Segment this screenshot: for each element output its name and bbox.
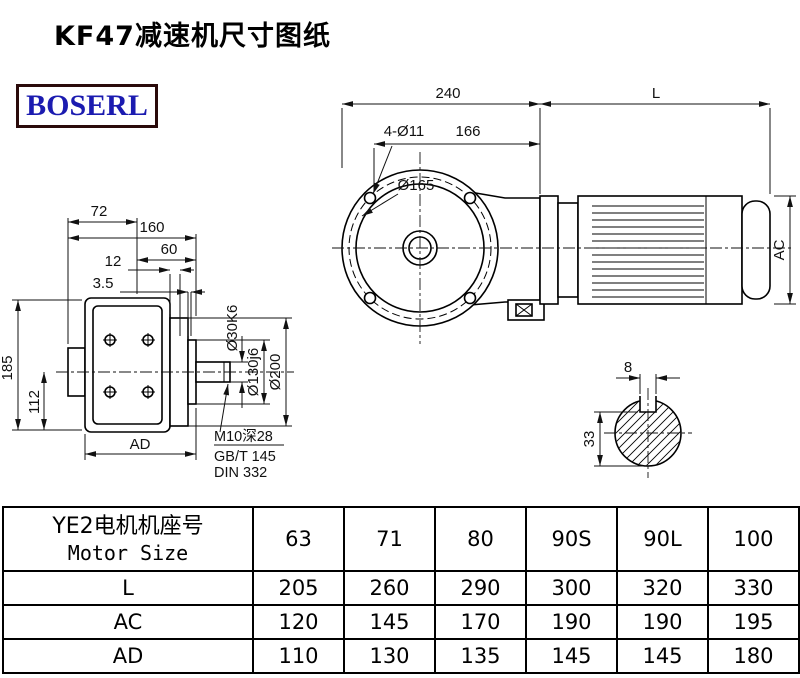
table-cell: 320 — [616, 570, 709, 606]
row-label-AD: AD — [2, 638, 254, 674]
column-header-80: 80 — [434, 506, 527, 572]
shaft-section-view: 8 33 — [581, 359, 692, 478]
table-header-row: YE2电机机座号 Motor Size 63 71 80 90S 90L 100 — [2, 506, 800, 572]
dim-3-5-label: 3.5 — [93, 275, 114, 292]
row-label-AC: AC — [2, 604, 254, 640]
table-cell: 135 — [434, 638, 527, 674]
motor-flange — [539, 195, 559, 305]
dim-4xd11-label: 4-Ø11 — [384, 123, 425, 140]
table-cell: 190 — [616, 604, 709, 640]
dim-60-label: 60 — [161, 241, 178, 258]
bolt-hole — [463, 291, 477, 305]
dim-160-label: 160 — [139, 219, 164, 236]
section-dimensions: 8 33 — [581, 359, 680, 467]
dim-d30k6-label: Ø30K6 — [224, 305, 241, 352]
dim-112-label: 112 — [26, 390, 43, 414]
table-cell: 195 — [707, 604, 800, 640]
dim-AD-label: AD — [130, 436, 151, 453]
dim-72-label: 72 — [91, 203, 108, 220]
column-header-100: 100 — [707, 506, 800, 572]
technical-drawing: 240 L 4-Ø11 166 Ø165 AC — [0, 85, 796, 481]
dim-AC-label: AC — [771, 239, 788, 260]
dim-240-label: 240 — [435, 85, 460, 102]
dim-185-label: 185 — [0, 355, 16, 380]
table-cell: 110 — [252, 638, 345, 674]
table-cell: 145 — [343, 604, 436, 640]
motor-body — [577, 195, 743, 305]
motor — [539, 195, 771, 305]
column-header-63: 63 — [252, 506, 345, 572]
table-cell: 205 — [252, 570, 345, 606]
housing-bolts — [103, 333, 155, 399]
column-header-90S: 90S — [525, 506, 618, 572]
row-label-L: L — [2, 570, 254, 606]
front-view-dimensions: 240 L 4-Ø11 166 Ø165 AC — [341, 85, 796, 305]
header-motor-size-cn: YE2电机机座号 — [52, 514, 204, 540]
boserl-logo: BOSERL — [16, 84, 158, 128]
bolt-hole — [463, 191, 477, 205]
motor-adapter — [557, 202, 579, 298]
note-m10-label: M10深28 — [214, 428, 273, 445]
side-view: 72 160 60 12 3.5 185 112 — [0, 203, 294, 481]
dim-33-label: 33 — [581, 431, 598, 448]
motor-endcap — [741, 200, 771, 300]
table-cell: 180 — [707, 638, 800, 674]
motor-size-table: YE2电机机座号 Motor Size 63 71 80 90S 90L 100… — [2, 506, 800, 674]
table-cell: 145 — [616, 638, 709, 674]
table-cell: 170 — [434, 604, 527, 640]
boserl-logo-text: BOSERL — [26, 89, 148, 122]
bolt-hole — [363, 291, 377, 305]
page-title: KF47减速机尺寸图纸 — [54, 21, 331, 52]
table-row-AC: AC 120 145 170 190 190 195 — [2, 604, 800, 640]
header-motor-size: YE2电机机座号 Motor Size — [2, 506, 254, 572]
dim-12-label: 12 — [105, 253, 122, 270]
dim-d165-label: Ø165 — [398, 177, 435, 194]
table-cell: 190 — [525, 604, 618, 640]
table-cell: 120 — [252, 604, 345, 640]
front-view: 240 L 4-Ø11 166 Ø165 AC — [332, 85, 796, 344]
side-view-dimensions: 72 160 60 12 3.5 185 112 — [0, 203, 292, 481]
table-cell: 145 — [525, 638, 618, 674]
table-cell: 300 — [525, 570, 618, 606]
bolt-hole — [363, 191, 377, 205]
dim-166-label: 166 — [455, 123, 480, 140]
header-motor-size-en: Motor Size — [67, 540, 189, 565]
note-din332-label: DIN 332 — [214, 465, 267, 481]
table-cell: 260 — [343, 570, 436, 606]
table-cell: 330 — [707, 570, 800, 606]
column-header-90L: 90L — [616, 506, 709, 572]
dim-8-label: 8 — [624, 359, 632, 376]
table-cell: 290 — [434, 570, 527, 606]
dim-L-label: L — [652, 85, 660, 102]
table-cell: 130 — [343, 638, 436, 674]
table-row-AD: AD 110 130 135 145 145 180 — [2, 638, 800, 674]
dim-d200-label: Ø200 — [267, 354, 284, 391]
table-row-L: L 205 260 290 300 320 330 — [2, 570, 800, 606]
note-gbt145-label: GB/T 145 — [214, 449, 276, 465]
column-header-71: 71 — [343, 506, 436, 572]
dim-d130j6-label: Ø130j6 — [245, 348, 262, 396]
